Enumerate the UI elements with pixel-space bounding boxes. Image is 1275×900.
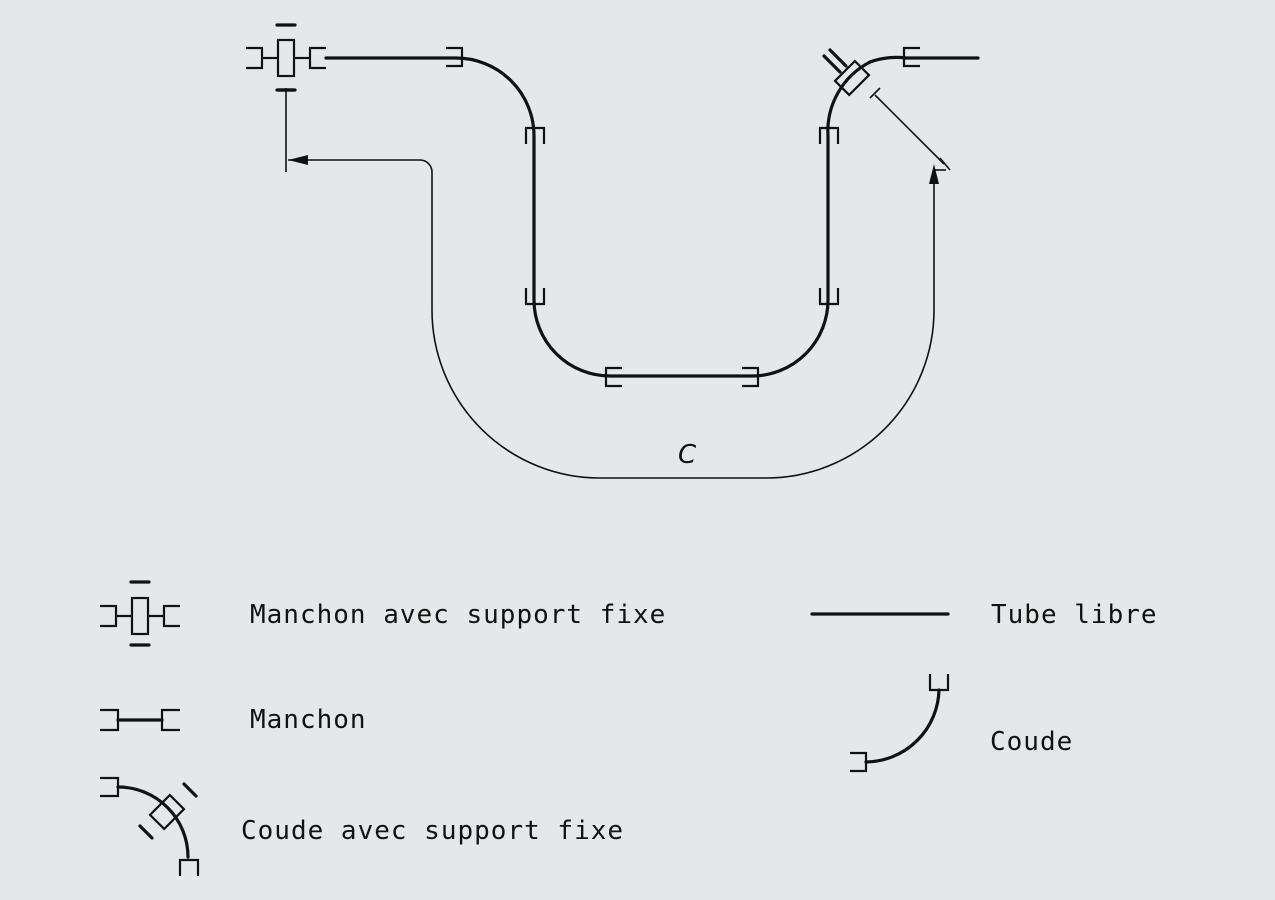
legend-symbol-fixed-elbow (100, 776, 200, 876)
legend-label-fixed-elbow: Coude avec support fixe (241, 816, 625, 846)
legend-label-fixed-sleeve: Manchon avec support fixe (250, 600, 667, 630)
sleeve-bottom-right (742, 366, 760, 388)
dimension-label-c: C (678, 440, 697, 470)
sleeve-left-upper (524, 126, 546, 144)
sleeve-right-lower (818, 288, 840, 306)
fixed-elbow-support (822, 48, 881, 99)
legend-label-elbow: Coude (990, 727, 1074, 757)
sleeve-left-lower (524, 288, 546, 306)
dimension-line (277, 88, 951, 479)
legend-label-free-tube: Tube libre (991, 600, 1158, 630)
legend-label-sleeve: Manchon (250, 705, 367, 735)
legend-symbol-fixed-sleeve (100, 580, 180, 647)
sleeve-bottom-left (604, 366, 622, 388)
pipe-top-left (324, 56, 872, 378)
sleeve-top (446, 46, 464, 68)
legend-symbol-elbow (850, 674, 950, 773)
legend-symbol-sleeve (100, 708, 180, 732)
pipe-route (324, 55, 980, 378)
sleeve-right-upper (818, 126, 840, 144)
pipe-top-right (868, 55, 980, 64)
fixed-sleeve-start (246, 23, 326, 92)
sleeve-top-right (902, 46, 920, 68)
